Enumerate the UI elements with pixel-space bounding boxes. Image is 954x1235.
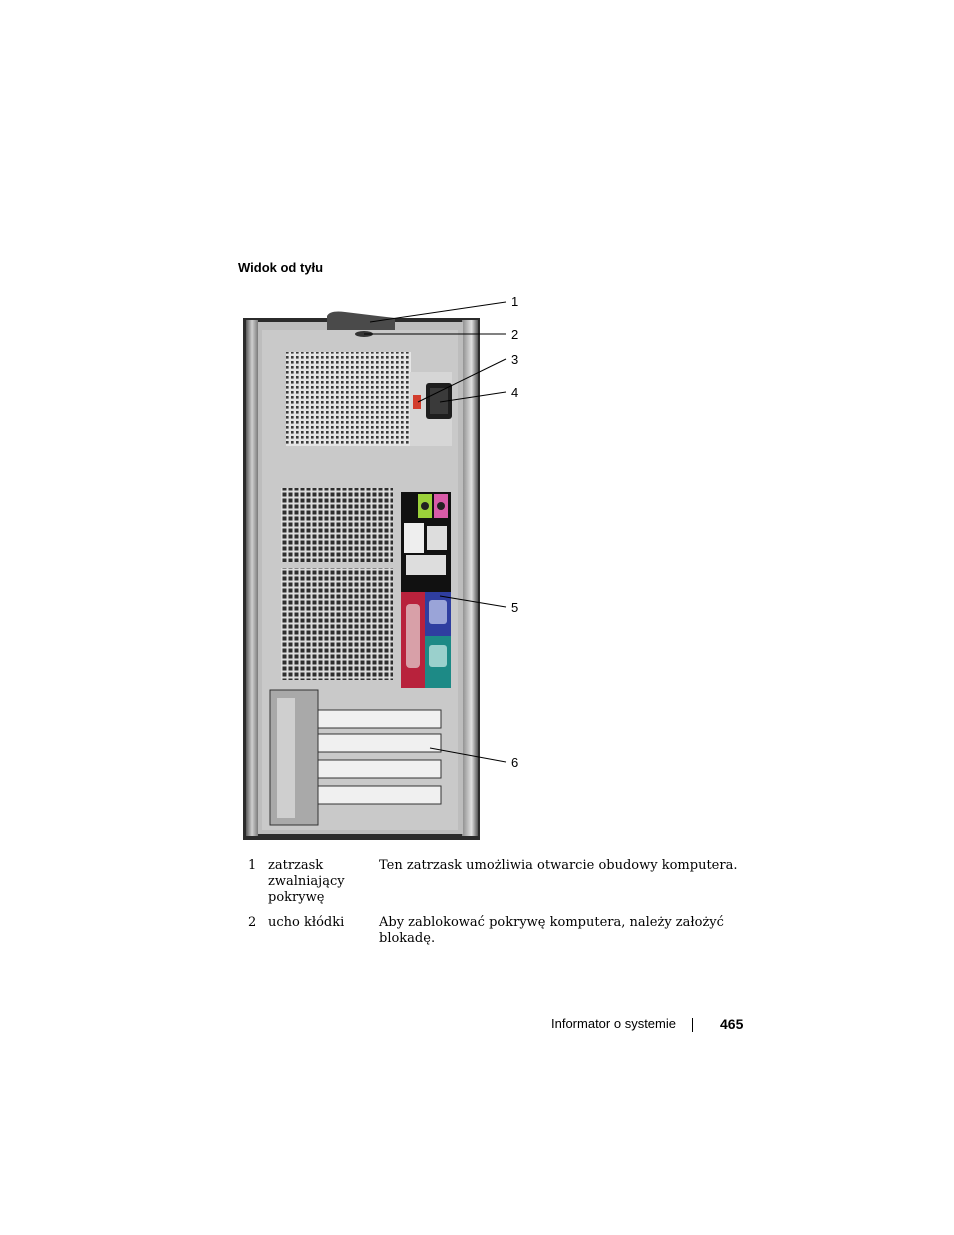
legend-description: Aby zablokować pokrywę komputera, należy… bbox=[379, 915, 724, 946]
section-title: Widok od tyłu bbox=[238, 260, 324, 275]
cover-release-latch bbox=[327, 311, 395, 330]
footer-divider bbox=[692, 1018, 693, 1032]
callout-1: 1 bbox=[511, 294, 518, 309]
footer-label: Informator o systemie bbox=[551, 1016, 676, 1031]
legend-description: Ten zatrzask umożliwia otwarcie obudowy … bbox=[379, 858, 738, 873]
legend-number: 2 bbox=[248, 915, 257, 930]
callout-3: 3 bbox=[511, 352, 518, 367]
page-number: 465 bbox=[720, 1016, 744, 1032]
legend-number: 1 bbox=[248, 858, 257, 873]
callout-5: 5 bbox=[511, 600, 518, 615]
callout-4: 4 bbox=[511, 385, 518, 400]
legend-term: ucho kłódki bbox=[268, 915, 345, 930]
callout-2: 2 bbox=[511, 327, 518, 342]
callout-6: 6 bbox=[511, 755, 518, 770]
legend-term: zatrzask zwalniający pokrywę bbox=[268, 858, 345, 905]
